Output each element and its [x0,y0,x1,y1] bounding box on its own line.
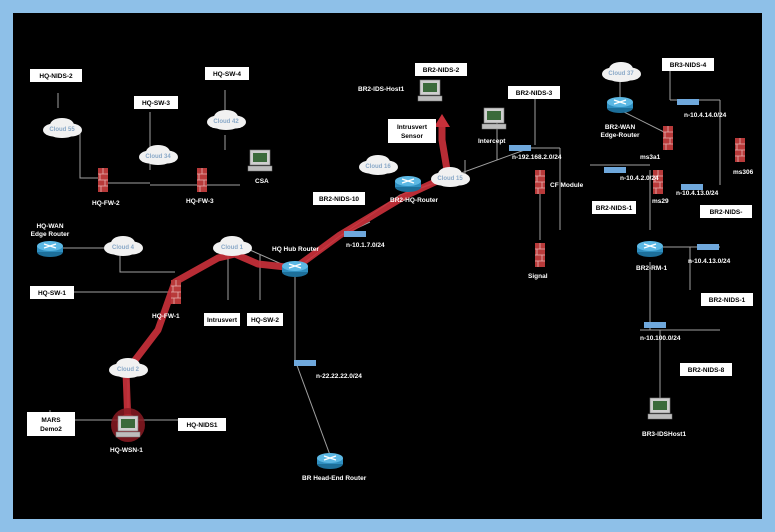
svg-text:Cloud 4: Cloud 4 [112,245,135,251]
br2-nids-5-label: BR2-NIDS- [710,209,743,216]
hq-fw-3-icon [196,167,208,193]
hq-wan-router-icon [36,240,64,258]
hq-sw-1-label: HQ-SW-1 [38,290,66,297]
br3-nids-4-label: BR3-NIDS-4 [670,62,707,69]
br2-nids-8-label: BR2-NIDS-8 [688,367,725,374]
hub-segments [294,99,719,366]
net-4-2-label: n-10.4.2.0/24 [620,175,659,182]
br2-wan-router-icon [606,96,634,114]
hq-nids-2-label: HQ-NIDS-2 [39,73,73,80]
ms306-icon [734,137,746,163]
svg-text:Cloud 16: Cloud 16 [365,164,391,170]
box-labels: HQ-NIDS-2 HQ-SW-4 HQ-SW-3 HQ-SW-1 HQ-SW-… [38,62,746,433]
br2-nids-2-label: BR2-NIDS-2 [423,67,460,74]
svg-text:Cloud 15: Cloud 15 [437,176,463,182]
hq-hub-router-label: HQ Hub Router [272,246,319,253]
cloud-34: Cloud 34 [139,145,178,165]
intercept-pc-icon [481,107,507,130]
hq-fw-1-label: HQ-FW-1 [152,313,180,320]
cloud-37: Cloud 37 [602,62,641,82]
svg-text:Cloud 37: Cloud 37 [608,71,634,77]
net-10-1-7-label: n-10.1.7.0/24 [346,242,385,249]
hq-fw-2-label: HQ-FW-2 [92,200,120,207]
svg-text:Cloud 2: Cloud 2 [117,367,140,373]
svg-text:Cloud 42: Cloud 42 [213,119,239,125]
firewalls [97,125,746,305]
hq-wsn-1-label: HQ-WSN-1 [110,447,143,454]
hq-sw-4-label: HQ-SW-4 [213,71,241,78]
cloud-1: Cloud 1 [213,236,252,256]
hq-hub-router-icon [281,260,309,278]
br2-nids-1b-label: BR2-NIDS-1 [709,297,746,304]
intercept-label: Intercept [478,138,506,145]
br3-idshost1-label: BR3-IDSHost1 [642,431,686,438]
svg-text:Cloud 34: Cloud 34 [145,154,171,160]
ms3a1-label: ms3a1 [640,154,661,161]
net-4-14-label: n-10.4.14.0/24 [684,112,727,119]
ms29-icon [652,169,664,195]
br-head-end-label: BR Head-End Router [302,475,367,482]
svg-text:Cloud 1: Cloud 1 [221,245,244,251]
br3-idshost1-pc-icon [647,397,673,420]
br2-nids-3-label: BR2-NIDS-3 [516,90,553,97]
net-4-13b-label: n-10.4.13.0/24 [688,258,731,265]
hq-fw-2-icon [97,167,109,193]
net-100-label: n-10.100.0/24 [640,335,681,342]
svg-text:Cloud 55: Cloud 55 [49,127,75,133]
net-4-13a-label: n-10.4.13.0/24 [676,190,719,197]
cloud-4: Cloud 4 [104,236,143,256]
cloud-42: Cloud 42 [207,110,246,130]
intrusvert-hq-label: Intrusvert [207,317,238,324]
ms306-label: ms306 [733,169,754,176]
net-192-label: n-192.168.2.0/24 [512,154,562,161]
hq-fw-3-label: HQ-FW-3 [186,198,214,205]
hq-wsn-1-pc-icon [111,408,145,442]
br2-rm-1-router-icon [636,240,664,258]
ms3a1-icon [662,125,674,151]
br2-nids-1a-label: BR2-NIDS-1 [596,205,633,212]
br2-ids-host1-pc-icon [417,79,443,102]
cf-module-icon [534,169,546,195]
net-22-label: n-22.22.22.0/24 [316,373,362,380]
attack-arrowhead [434,114,450,127]
br2-rm-1-label: BR2-RM-1 [636,265,667,272]
signal-label: Signal [528,273,548,280]
cloud-15: Cloud 15 [431,167,470,187]
csa-label: CSA [255,178,269,185]
hosts [111,79,673,442]
cloud-16: Cloud 16 [359,155,398,175]
hq-sw-3-label: HQ-SW-3 [142,100,170,107]
br2-ids-host1-label: BR2-IDS-Host1 [358,86,405,93]
device-boxes [27,58,753,436]
hq-sw-2-label: HQ-SW-2 [251,317,279,324]
br2-nids-10-label: BR2-NIDS-10 [319,196,359,203]
hq-fw-1-icon [170,279,182,305]
cloud-2: Cloud 2 [109,358,148,378]
hq-nids1-label: HQ-NIDS1 [186,422,217,429]
signal-firewall-icon [534,242,546,268]
ms29-label: ms29 [652,198,669,205]
csa-pc-icon [247,149,273,172]
br2-hq-router-icon [394,175,422,193]
cloud-55: Cloud 55 [43,118,82,138]
br2-hq-router-label: BR2-HQ-Router [390,197,438,204]
cf-module-label: CF Module [550,182,584,189]
br-head-end-router-icon [316,452,344,470]
clouds: Cloud 55 Cloud 34 Cloud 42 Cloud 4 Cloud… [43,62,641,378]
